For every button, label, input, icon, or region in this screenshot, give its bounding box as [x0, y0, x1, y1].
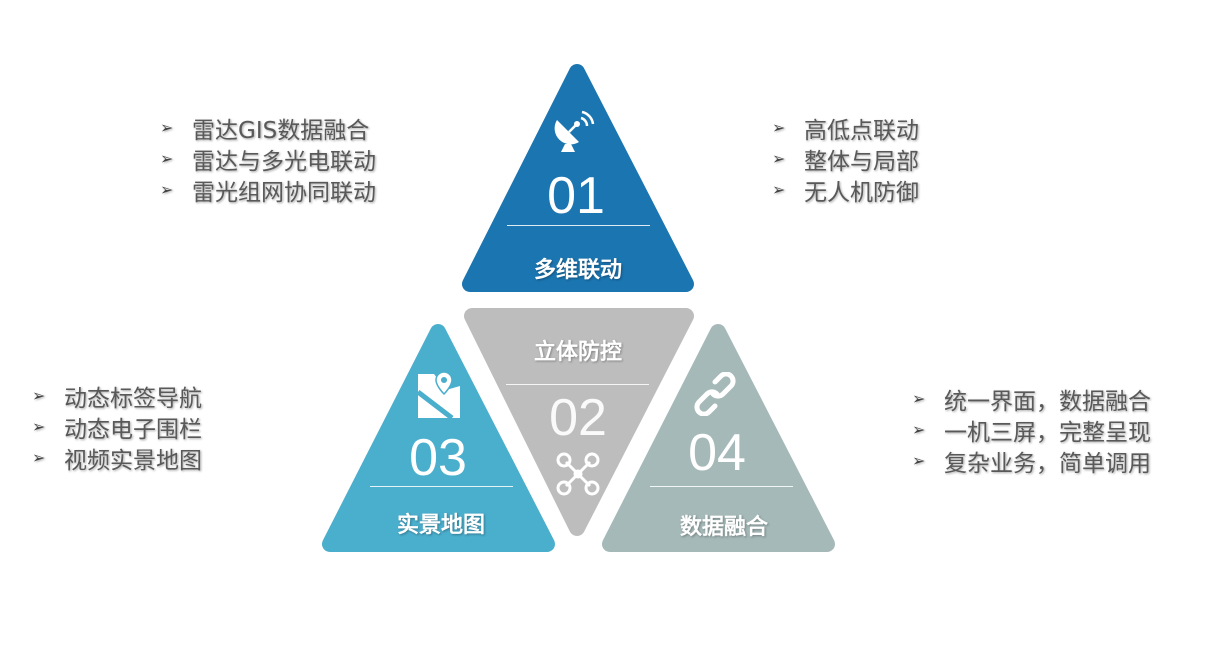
list-top-left: ➢雷达GIS数据融合 ➢雷达与多光电联动 ➢雷光组网协同联动: [160, 112, 376, 206]
arrow-bullet-icon: ➢: [160, 118, 174, 137]
list-top-right: ➢高低点联动 ➢整体与局部 ➢无人机防御: [772, 112, 919, 206]
list-item: ➢一机三屏，完整呈现: [912, 419, 1151, 446]
segment-title-01: 多维联动: [533, 258, 622, 283]
segment-title-02: 立体防控: [533, 340, 622, 365]
list-bottom-right: ➢统一界面，数据融合 ➢一机三屏，完整呈现 ➢复杂业务，简单调用: [912, 383, 1151, 477]
segment-title-04: 数据融合: [679, 515, 768, 540]
segment-number-04: 04: [688, 424, 746, 482]
arrow-bullet-icon: ➢: [32, 448, 46, 467]
triangle-03: [322, 324, 555, 552]
link-icon: [694, 372, 736, 416]
divider-01: [507, 225, 650, 226]
list-item: ➢复杂业务，简单调用: [912, 450, 1151, 477]
list-item: ➢动态电子围栏: [32, 416, 202, 443]
list-item: ➢雷达与多光电联动: [160, 148, 376, 175]
triangle-01: [462, 64, 694, 292]
triangle-02: [464, 308, 694, 536]
satellite-dish-icon: [554, 110, 595, 152]
list-item: ➢整体与局部: [772, 148, 919, 175]
segment-number-01: 01: [547, 167, 605, 225]
arrow-bullet-icon: ➢: [160, 180, 174, 199]
triangle-04: [602, 324, 835, 552]
list-item: ➢雷光组网协同联动: [160, 179, 376, 206]
arrow-bullet-icon: ➢: [772, 149, 786, 168]
arrow-bullet-icon: ➢: [912, 451, 926, 470]
arrow-bullet-icon: ➢: [912, 389, 926, 408]
list-item: ➢雷达GIS数据融合: [160, 117, 370, 144]
list-item: ➢视频实景地图: [32, 447, 202, 474]
list-item: ➢动态标签导航: [32, 385, 202, 412]
segment-title-03: 实景地图: [396, 513, 485, 538]
list-item: ➢无人机防御: [772, 179, 919, 206]
arrow-bullet-icon: ➢: [32, 417, 46, 436]
arrow-bullet-icon: ➢: [912, 420, 926, 439]
list-item: ➢高低点联动: [772, 117, 919, 144]
map-pin-icon: [416, 372, 460, 420]
arrow-bullet-icon: ➢: [772, 180, 786, 199]
divider-02: [506, 384, 649, 385]
drone-icon: [556, 452, 600, 496]
divider-03: [370, 486, 513, 487]
segment-number-03: 03: [409, 429, 467, 487]
arrow-bullet-icon: ➢: [772, 118, 786, 137]
divider-04: [650, 486, 793, 487]
arrow-bullet-icon: ➢: [160, 149, 174, 168]
arrow-bullet-icon: ➢: [32, 386, 46, 405]
list-bottom-left: ➢动态标签导航 ➢动态电子围栏 ➢视频实景地图: [32, 380, 202, 474]
list-item: ➢统一界面，数据融合: [912, 388, 1151, 415]
segment-number-02: 02: [549, 389, 607, 447]
